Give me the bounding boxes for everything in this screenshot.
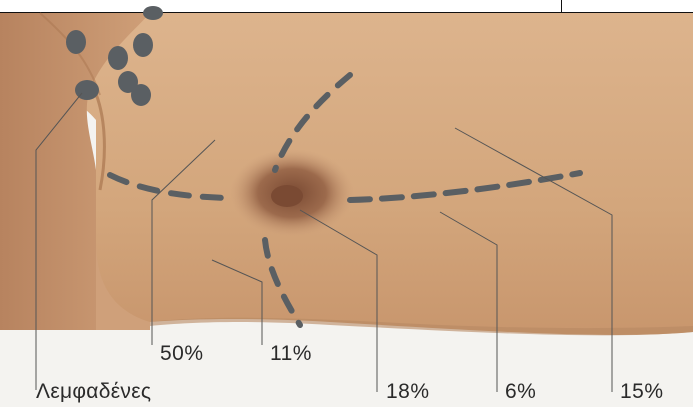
nipple xyxy=(271,185,303,207)
label-lymph-nodes: Λεμφαδένες xyxy=(36,380,151,404)
label-lower-outer: 11% xyxy=(270,342,312,366)
node-2 xyxy=(66,30,86,54)
label-lower-inner: 6% xyxy=(505,380,536,404)
node-6 xyxy=(131,84,151,106)
node-4 xyxy=(133,33,153,57)
node-3 xyxy=(108,46,128,70)
node-1 xyxy=(143,6,163,20)
label-upper-outer: 50% xyxy=(160,342,204,366)
label-upper-inner: 15% xyxy=(620,380,664,404)
label-central: 18% xyxy=(386,380,430,404)
